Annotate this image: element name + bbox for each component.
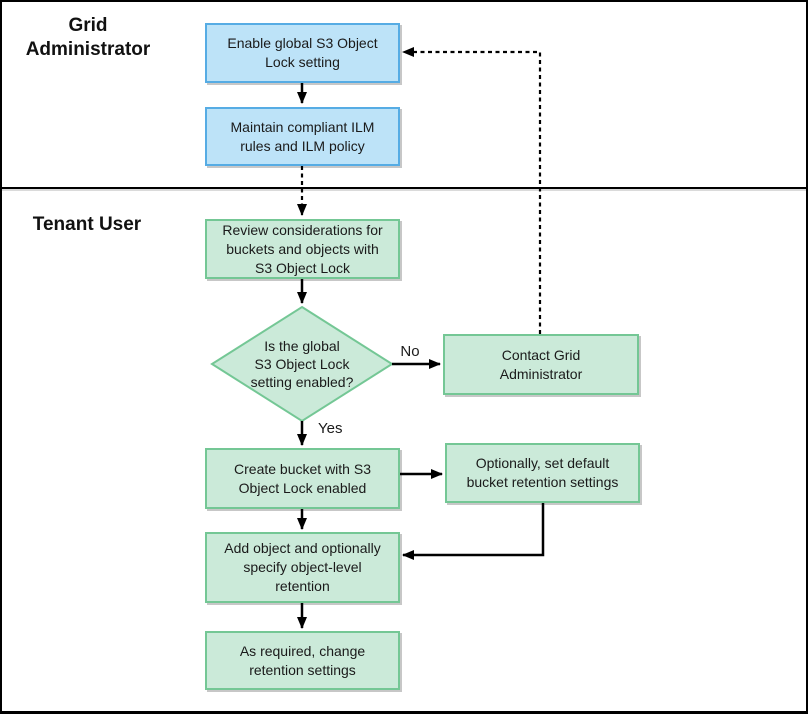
node-add-object: Add object and optionally specify object…: [205, 532, 400, 603]
edge-optional-to-add: [402, 503, 545, 560]
node-change-retention-settings: As required, change retention settings: [205, 631, 400, 690]
edge-label-yes: Yes: [318, 420, 343, 437]
lane-label-tenant-user: Tenant User: [32, 214, 142, 235]
lane-label-grid-administrator: Grid Administrator: [25, 15, 151, 60]
node-set-default-bucket-retention: Optionally, set default bucket retention…: [445, 443, 640, 503]
node-contact-grid-administrator: Contact Grid Administrator: [443, 334, 639, 395]
edge-contact-to-enable-dashed: [402, 47, 542, 334]
lane-divider: [2, 187, 806, 189]
node-review-considerations: Review considerations for buckets and ob…: [205, 219, 400, 279]
decision-diamond-label: Is the global S3 Object Lock setting ena…: [250, 338, 354, 390]
node-create-bucket: Create bucket with S3 Object Lock enable…: [205, 448, 400, 509]
node-maintain-compliant-ilm: Maintain compliant ILM rules and ILM pol…: [205, 107, 400, 166]
edge-label-no: No: [400, 343, 420, 360]
node-enable-global-s3-object-lock: Enable global S3 Object Lock setting: [205, 23, 400, 83]
